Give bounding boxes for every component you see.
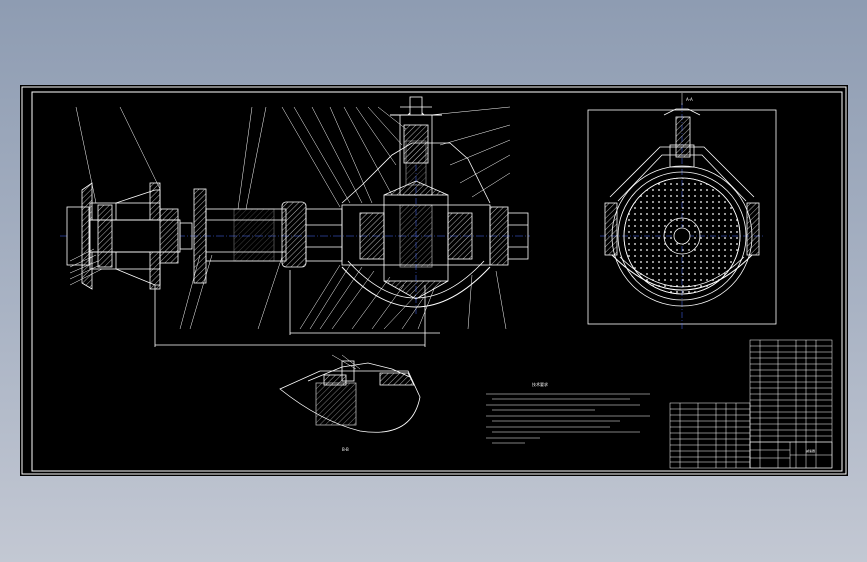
drawing-canvas: A-A B-B 技术要求	[20, 85, 848, 476]
title-block	[749, 441, 833, 469]
part-leaders-top	[69, 106, 511, 330]
tech-req-title: 技术要求	[532, 381, 548, 387]
outer-border	[21, 86, 847, 475]
tech-req-lines	[486, 393, 650, 444]
title-block-name: 减速器	[806, 448, 815, 453]
inner-border	[31, 91, 843, 472]
side-section-view	[587, 93, 777, 330]
main-section-view	[60, 96, 530, 347]
side-view-label: A-A	[686, 97, 693, 102]
detail-view	[279, 354, 421, 433]
parts-list-upper	[749, 339, 833, 469]
parts-list-lower	[669, 402, 751, 469]
detail-view-label: B-B	[342, 447, 349, 452]
